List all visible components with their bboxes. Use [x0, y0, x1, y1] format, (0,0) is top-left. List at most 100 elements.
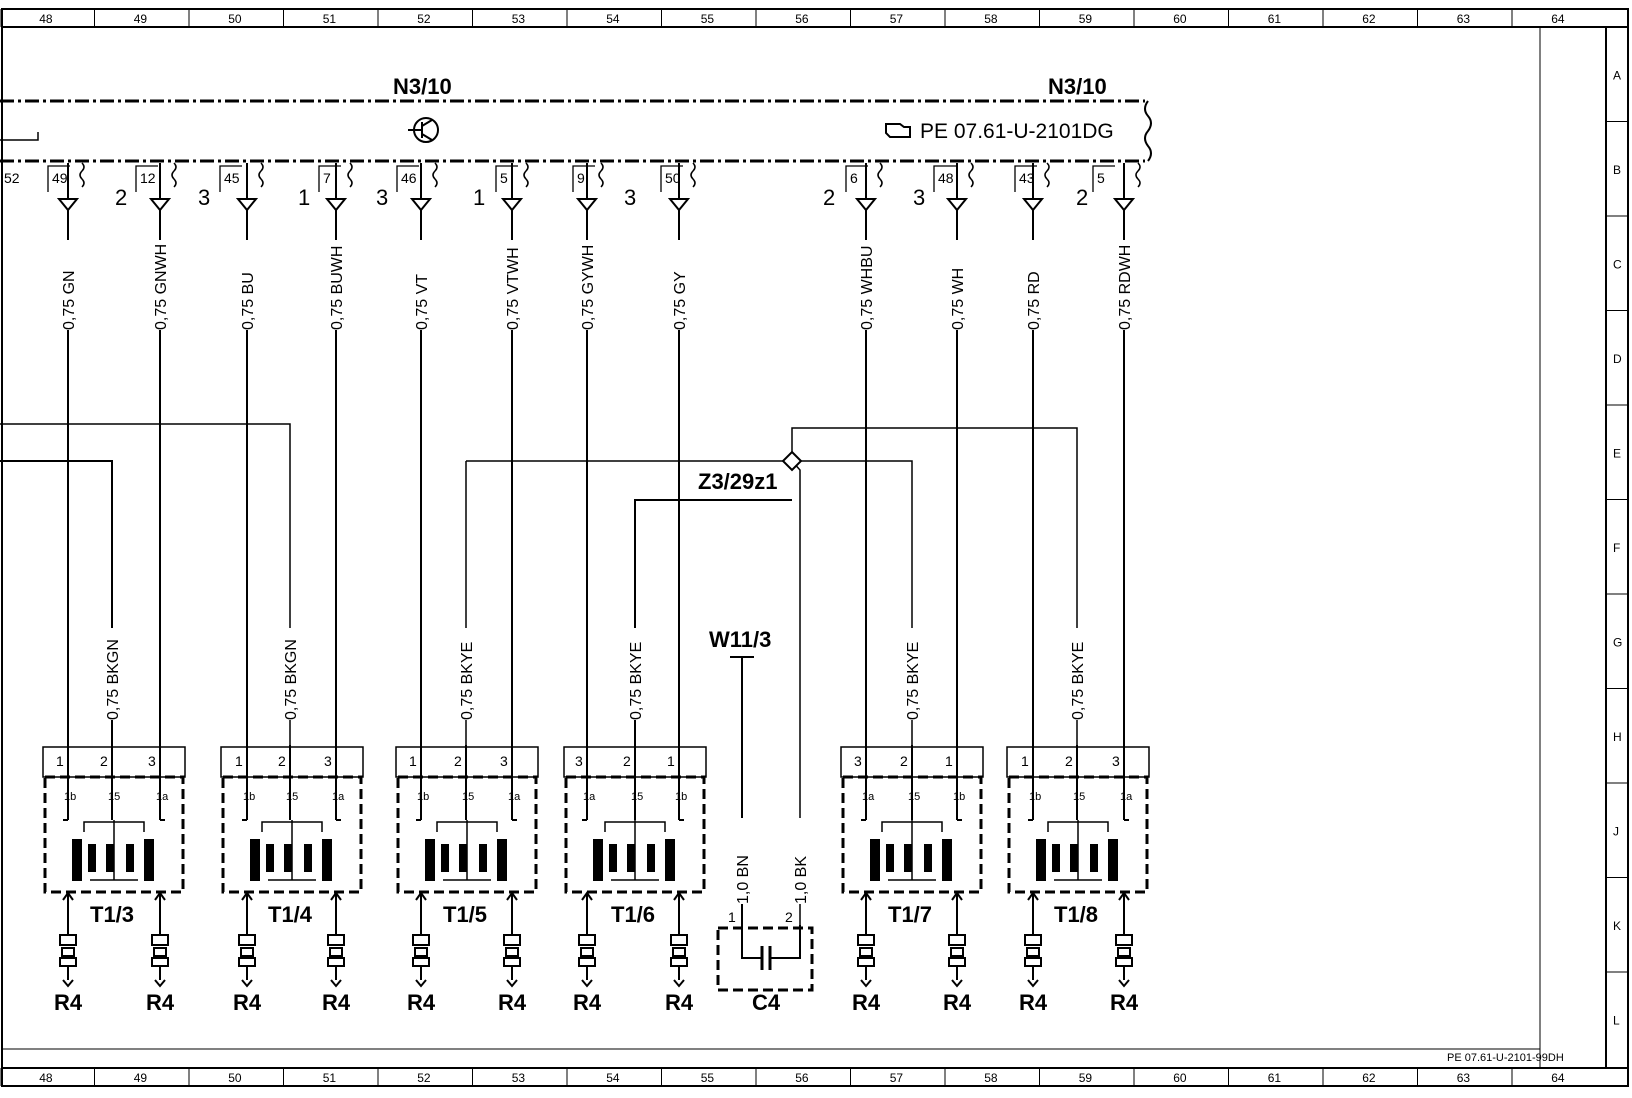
spark-plug-label: R4: [407, 990, 436, 1015]
pin-resistor-icon: [171, 162, 177, 188]
wire-label: 0,75 BKGN: [283, 639, 300, 720]
coil-pin-number: 2: [454, 753, 462, 769]
wire-label-background: [238, 240, 256, 330]
pin-resistor-icon: [877, 162, 883, 188]
frame-border: [0, 8, 1629, 1087]
coil-terminal-label: 1b: [675, 791, 687, 803]
pin-group-number: 1: [473, 185, 485, 210]
coil-terminal-label: 15: [286, 791, 298, 803]
pin-bracket: [933, 165, 956, 192]
outer-border: [1, 8, 1629, 1087]
coil-winding-icon: [250, 839, 260, 881]
module-pin-number: 12: [140, 170, 156, 186]
wire-label: 1,0 BN: [735, 855, 752, 904]
spark-plug-label: R4: [1019, 990, 1048, 1015]
connector-icon: [56, 198, 80, 212]
connector-icon: [575, 198, 599, 212]
coil-terminal-label: 1b: [1029, 791, 1041, 803]
wire-label: 0,75 GNWH: [153, 244, 170, 330]
spark-plug-label: R4: [665, 990, 694, 1015]
spark-plug-icon: [503, 957, 521, 967]
column-label: 56: [795, 12, 809, 26]
spark-plug-icon: [580, 947, 594, 957]
coil-winding-icon: [497, 839, 507, 881]
spark-plug-icon: [505, 947, 519, 957]
pin-group-number: 2: [115, 185, 127, 210]
wire-label-background: [857, 240, 875, 330]
coil-pin-number: 2: [100, 753, 108, 769]
spark-plug-icon: [1115, 957, 1133, 967]
pin-group-number: 3: [198, 185, 210, 210]
wire-label: 0,75 VT: [414, 274, 431, 330]
coil-name: T1/6: [611, 902, 655, 927]
pin-bracket: [660, 165, 683, 192]
row-label: G: [1613, 635, 1622, 649]
spark-plug-gap-icon: [241, 979, 253, 988]
pointing-hand-icon: [885, 123, 911, 138]
spark-plug-icon: [329, 947, 343, 957]
coil-dashed-outline: [221, 775, 363, 894]
pin-resistor-icon: [1135, 162, 1141, 188]
spark-plug: R4: [322, 934, 351, 1015]
spark-plug-gap-icon: [62, 979, 74, 988]
spark-plug-label: R4: [233, 990, 262, 1015]
module-reference: PE 07.61-U-2101DG: [920, 120, 1114, 143]
coil-pin-number: 2: [278, 753, 286, 769]
coil-winding-icon: [1090, 844, 1098, 872]
ignition-coils: 11b21531aT1/311b21531aT1/411b21531aT1/53…: [42, 745, 1150, 935]
pin-resistor-icon: [347, 162, 353, 188]
pin-resistor-icon: [258, 162, 264, 188]
column-label: 64: [1551, 1071, 1565, 1085]
coil-name: T1/7: [888, 902, 932, 927]
pin-bracket: [1092, 165, 1115, 192]
spark-plug-icon: [1024, 957, 1042, 967]
wire-label-background: [791, 818, 809, 904]
spark-plug-icon: [412, 957, 430, 967]
column-label: 49: [134, 12, 148, 26]
column-label: 61: [1268, 1071, 1282, 1085]
wire-label-background: [948, 240, 966, 330]
spark-plug-icon: [151, 957, 169, 967]
spark-plug-icon: [1024, 934, 1042, 946]
pin-resistor-icon: [432, 162, 438, 188]
column-label: 55: [701, 12, 715, 26]
spark-plug-gap-icon: [506, 979, 518, 988]
spark-plug-gap-icon: [330, 979, 342, 988]
spark-plug-icon: [59, 957, 77, 967]
spark-plug: R4: [498, 934, 527, 1015]
wire-label: 0,75 WHBU: [859, 246, 876, 330]
harness-wire-t1-6: [634, 499, 792, 745]
coil-winding-icon: [870, 839, 880, 881]
column-label: 57: [890, 12, 904, 26]
module-pin-number: 48: [938, 170, 954, 186]
connector-icon: [667, 198, 691, 212]
pin-bracket: [845, 165, 868, 192]
coil-pin-number: 2: [900, 753, 908, 769]
coil-winding-icon: [609, 844, 617, 872]
spark-plug-icon: [1117, 947, 1131, 957]
spark-plug-label: R4: [146, 990, 175, 1015]
spark-plug-label: R4: [498, 990, 527, 1015]
connector-icon: [945, 198, 969, 212]
connector-icon: [409, 198, 433, 212]
spark-plug-icon: [327, 957, 345, 967]
row-label: H: [1613, 730, 1622, 744]
wire-label: 0,75 BKYE: [1070, 642, 1087, 720]
coil-pin-number: 3: [148, 753, 156, 769]
wire-label: 0,75 BKGN: [105, 639, 122, 720]
spark-plug: R4: [146, 934, 175, 1015]
column-label: 51: [323, 12, 337, 26]
coil-name: T1/4: [268, 902, 313, 927]
pin-group-number: 3: [376, 185, 388, 210]
spark-plug: R4: [1019, 934, 1048, 1015]
coil-winding-icon: [904, 844, 912, 872]
column-label: 59: [1079, 1071, 1093, 1085]
row-label: B: [1613, 163, 1621, 177]
pin-bracket: [1014, 165, 1037, 192]
coil-winding-icon: [479, 844, 487, 872]
